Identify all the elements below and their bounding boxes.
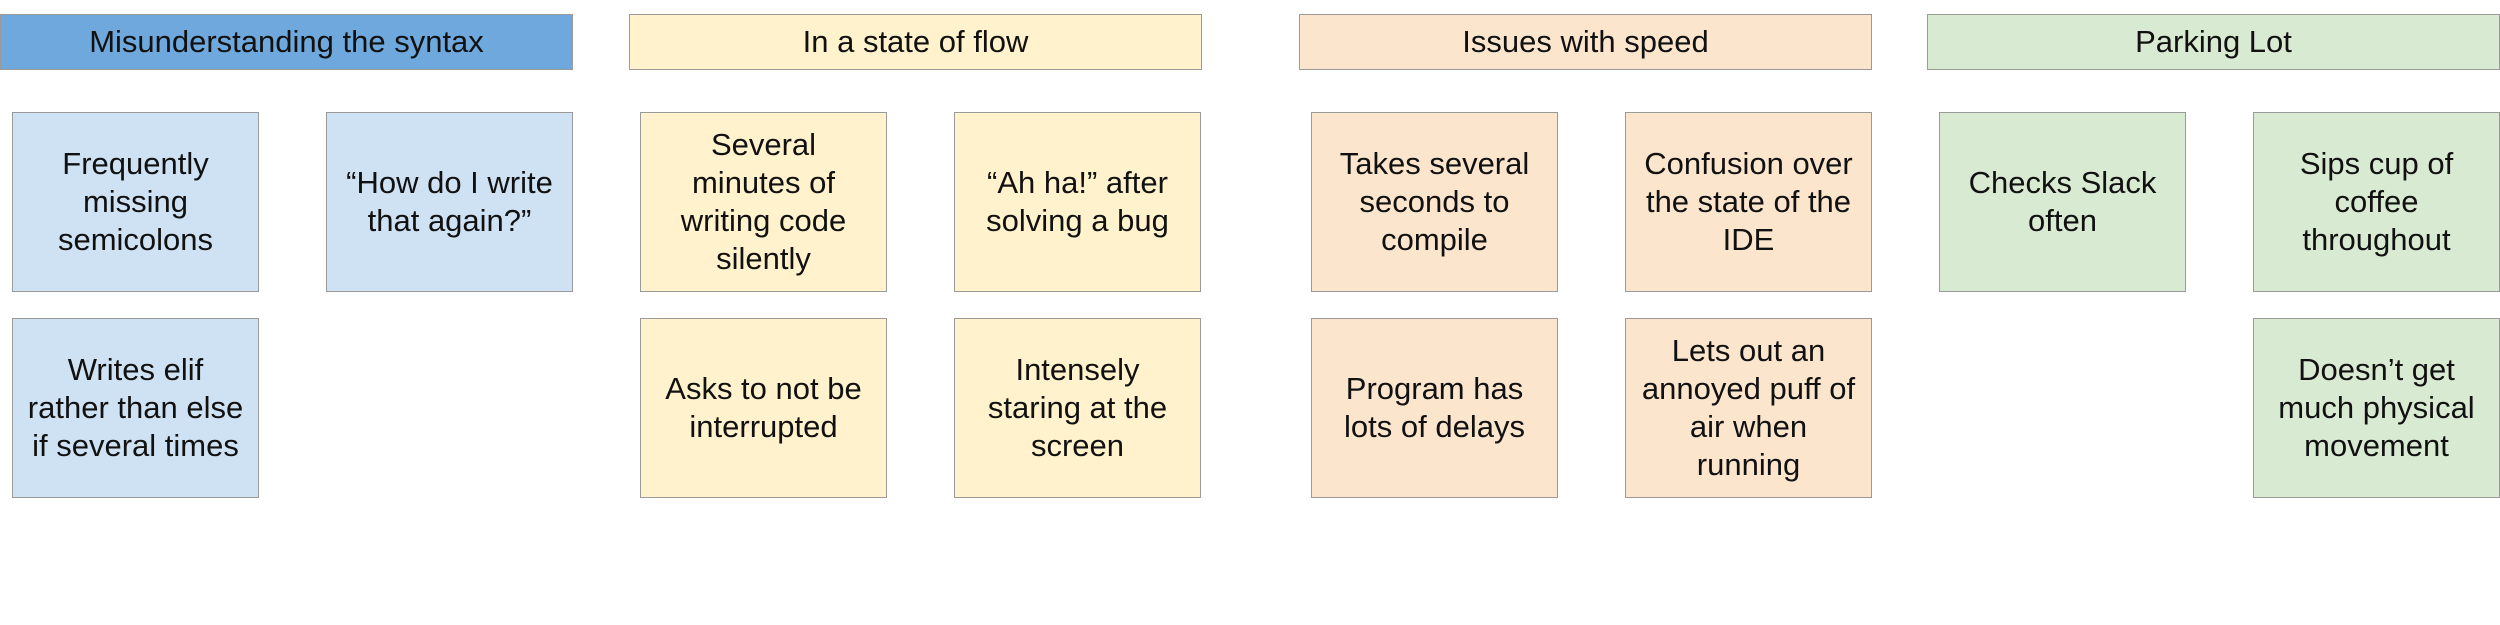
sticky-note[interactable]: Writes elif rather than else if several … xyxy=(12,318,259,498)
sticky-note[interactable]: Lets out an annoyed puff of air when run… xyxy=(1625,318,1872,498)
sticky-note[interactable]: Takes several seconds to compile xyxy=(1311,112,1558,292)
sticky-note[interactable]: Doesn’t get much physical movement xyxy=(2253,318,2500,498)
group-title: Parking Lot xyxy=(2135,24,2292,59)
sticky-note[interactable]: Checks Slack often xyxy=(1939,112,2186,292)
sticky-note-text: Sips cup of coffee throughout xyxy=(2299,146,2454,257)
sticky-note[interactable]: “How do I write that again?” xyxy=(326,112,573,292)
sticky-note-text: “How do I write that again?” xyxy=(346,165,553,238)
group-title: Misunderstanding the syntax xyxy=(89,24,484,59)
sticky-note[interactable]: Asks to not be interrupted xyxy=(640,318,887,498)
sticky-note-text: Asks to not be interrupted xyxy=(665,371,862,444)
sticky-note-text: Frequently missing semicolons xyxy=(57,146,214,257)
sticky-note-text: Intensely staring at the screen xyxy=(987,352,1168,463)
group-header-syntax: Misunderstanding the syntax xyxy=(0,14,573,70)
sticky-note[interactable]: Intensely staring at the screen xyxy=(954,318,1201,498)
sticky-note-text: Program has lots of delays xyxy=(1344,371,1525,444)
sticky-note-text: Several minutes of writing code silently xyxy=(680,127,847,276)
sticky-note[interactable]: Frequently missing semicolons xyxy=(12,112,259,292)
sticky-note-text: Takes several seconds to compile xyxy=(1339,146,1530,257)
sticky-note[interactable]: Confusion over the state of the IDE xyxy=(1625,112,1872,292)
group-header-flow: In a state of flow xyxy=(629,14,1202,70)
sticky-note-text: Lets out an annoyed puff of air when run… xyxy=(1641,333,1856,482)
sticky-note[interactable]: Sips cup of coffee throughout xyxy=(2253,112,2500,292)
sticky-note-text: “Ah ha!” after solving a bug xyxy=(986,165,1169,238)
sticky-note[interactable]: Program has lots of delays xyxy=(1311,318,1558,498)
group-header-speed: Issues with speed xyxy=(1299,14,1872,70)
sticky-note-text: Writes elif rather than else if several … xyxy=(27,352,244,463)
group-header-parking-lot: Parking Lot xyxy=(1927,14,2500,70)
group-title: Issues with speed xyxy=(1462,24,1709,59)
group-title: In a state of flow xyxy=(802,24,1029,59)
sticky-note-text: Checks Slack often xyxy=(1968,165,2157,238)
sticky-note[interactable]: Several minutes of writing code silently xyxy=(640,112,887,292)
sticky-note-text: Doesn’t get much physical movement xyxy=(2278,352,2475,463)
sticky-note[interactable]: “Ah ha!” after solving a bug xyxy=(954,112,1201,292)
sticky-note-text: Confusion over the state of the IDE xyxy=(1644,146,1853,257)
